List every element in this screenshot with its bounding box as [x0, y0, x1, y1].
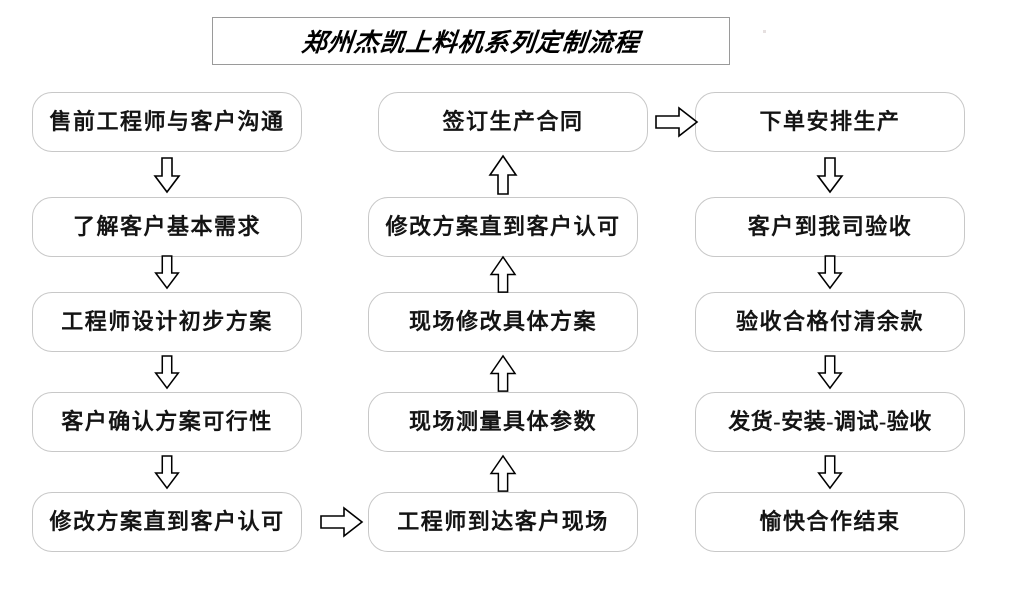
node-label: 了解客户基本需求: [72, 214, 261, 239]
node-engineer-initial-design[interactable]: 工程师设计初步方案: [32, 292, 302, 352]
node-revise-until-approved-left[interactable]: 修改方案直到客户认可: [32, 492, 302, 552]
stray-speck: [763, 30, 766, 33]
node-label: 签订生产合同: [442, 109, 584, 134]
arrow-right-icon: [320, 506, 364, 538]
node-pre-sales-communication[interactable]: 售前工程师与客户沟通: [32, 92, 302, 152]
chart-title: 郑州杰凯上料机系列定制流程: [300, 30, 642, 57]
arrow-down-icon: [816, 455, 844, 490]
node-label: 售前工程师与客户沟通: [49, 109, 285, 134]
node-understand-requirements[interactable]: 了解客户基本需求: [32, 197, 302, 257]
node-customer-inspection-at-our-company[interactable]: 客户到我司验收: [695, 197, 965, 257]
node-label: 客户确认方案可行性: [61, 409, 273, 434]
arrow-down-icon: [816, 255, 844, 290]
node-onsite-measure-parameters[interactable]: 现场测量具体参数: [368, 392, 638, 452]
arrow-up-icon: [488, 354, 518, 392]
node-sign-production-contract[interactable]: 签订生产合同: [378, 92, 648, 152]
node-label: 工程师到达客户现场: [397, 509, 609, 534]
arrow-down-icon: [816, 157, 844, 194]
node-label: 客户到我司验收: [747, 214, 913, 239]
node-label: 发货-安装-调试-验收: [728, 409, 932, 434]
node-customer-confirm-feasibility[interactable]: 客户确认方案可行性: [32, 392, 302, 452]
node-onsite-revise-plan[interactable]: 现场修改具体方案: [368, 292, 638, 352]
node-ship-install-debug-accept[interactable]: 发货-安装-调试-验收: [695, 392, 965, 452]
arrow-up-icon: [488, 454, 518, 492]
arrow-down-icon: [816, 355, 844, 390]
node-cooperation-complete[interactable]: 愉快合作结束: [695, 492, 965, 552]
node-place-order-schedule-production[interactable]: 下单安排生产: [695, 92, 965, 152]
arrow-right-icon: [655, 106, 699, 138]
node-label: 现场修改具体方案: [408, 309, 597, 334]
node-engineer-arrives-onsite[interactable]: 工程师到达客户现场: [368, 492, 638, 552]
node-label: 验收合格付清余款: [735, 309, 924, 334]
node-label: 工程师设计初步方案: [61, 309, 273, 334]
arrow-down-icon: [153, 157, 181, 194]
node-label: 愉快合作结束: [759, 509, 901, 534]
arrow-down-icon: [153, 255, 181, 290]
node-label: 修改方案直到客户认可: [385, 214, 621, 239]
node-revise-until-approved-middle[interactable]: 修改方案直到客户认可: [368, 197, 638, 257]
node-label: 现场测量具体参数: [408, 409, 597, 434]
node-pay-balance-after-acceptance[interactable]: 验收合格付清余款: [695, 292, 965, 352]
arrow-up-icon: [488, 154, 518, 195]
arrow-down-icon: [153, 355, 181, 390]
arrow-down-icon: [153, 455, 181, 490]
node-label: 修改方案直到客户认可: [49, 509, 285, 534]
arrow-up-icon: [488, 255, 518, 293]
node-label: 下单安排生产: [759, 109, 901, 134]
chart-title-box: 郑州杰凯上料机系列定制流程: [212, 17, 730, 65]
